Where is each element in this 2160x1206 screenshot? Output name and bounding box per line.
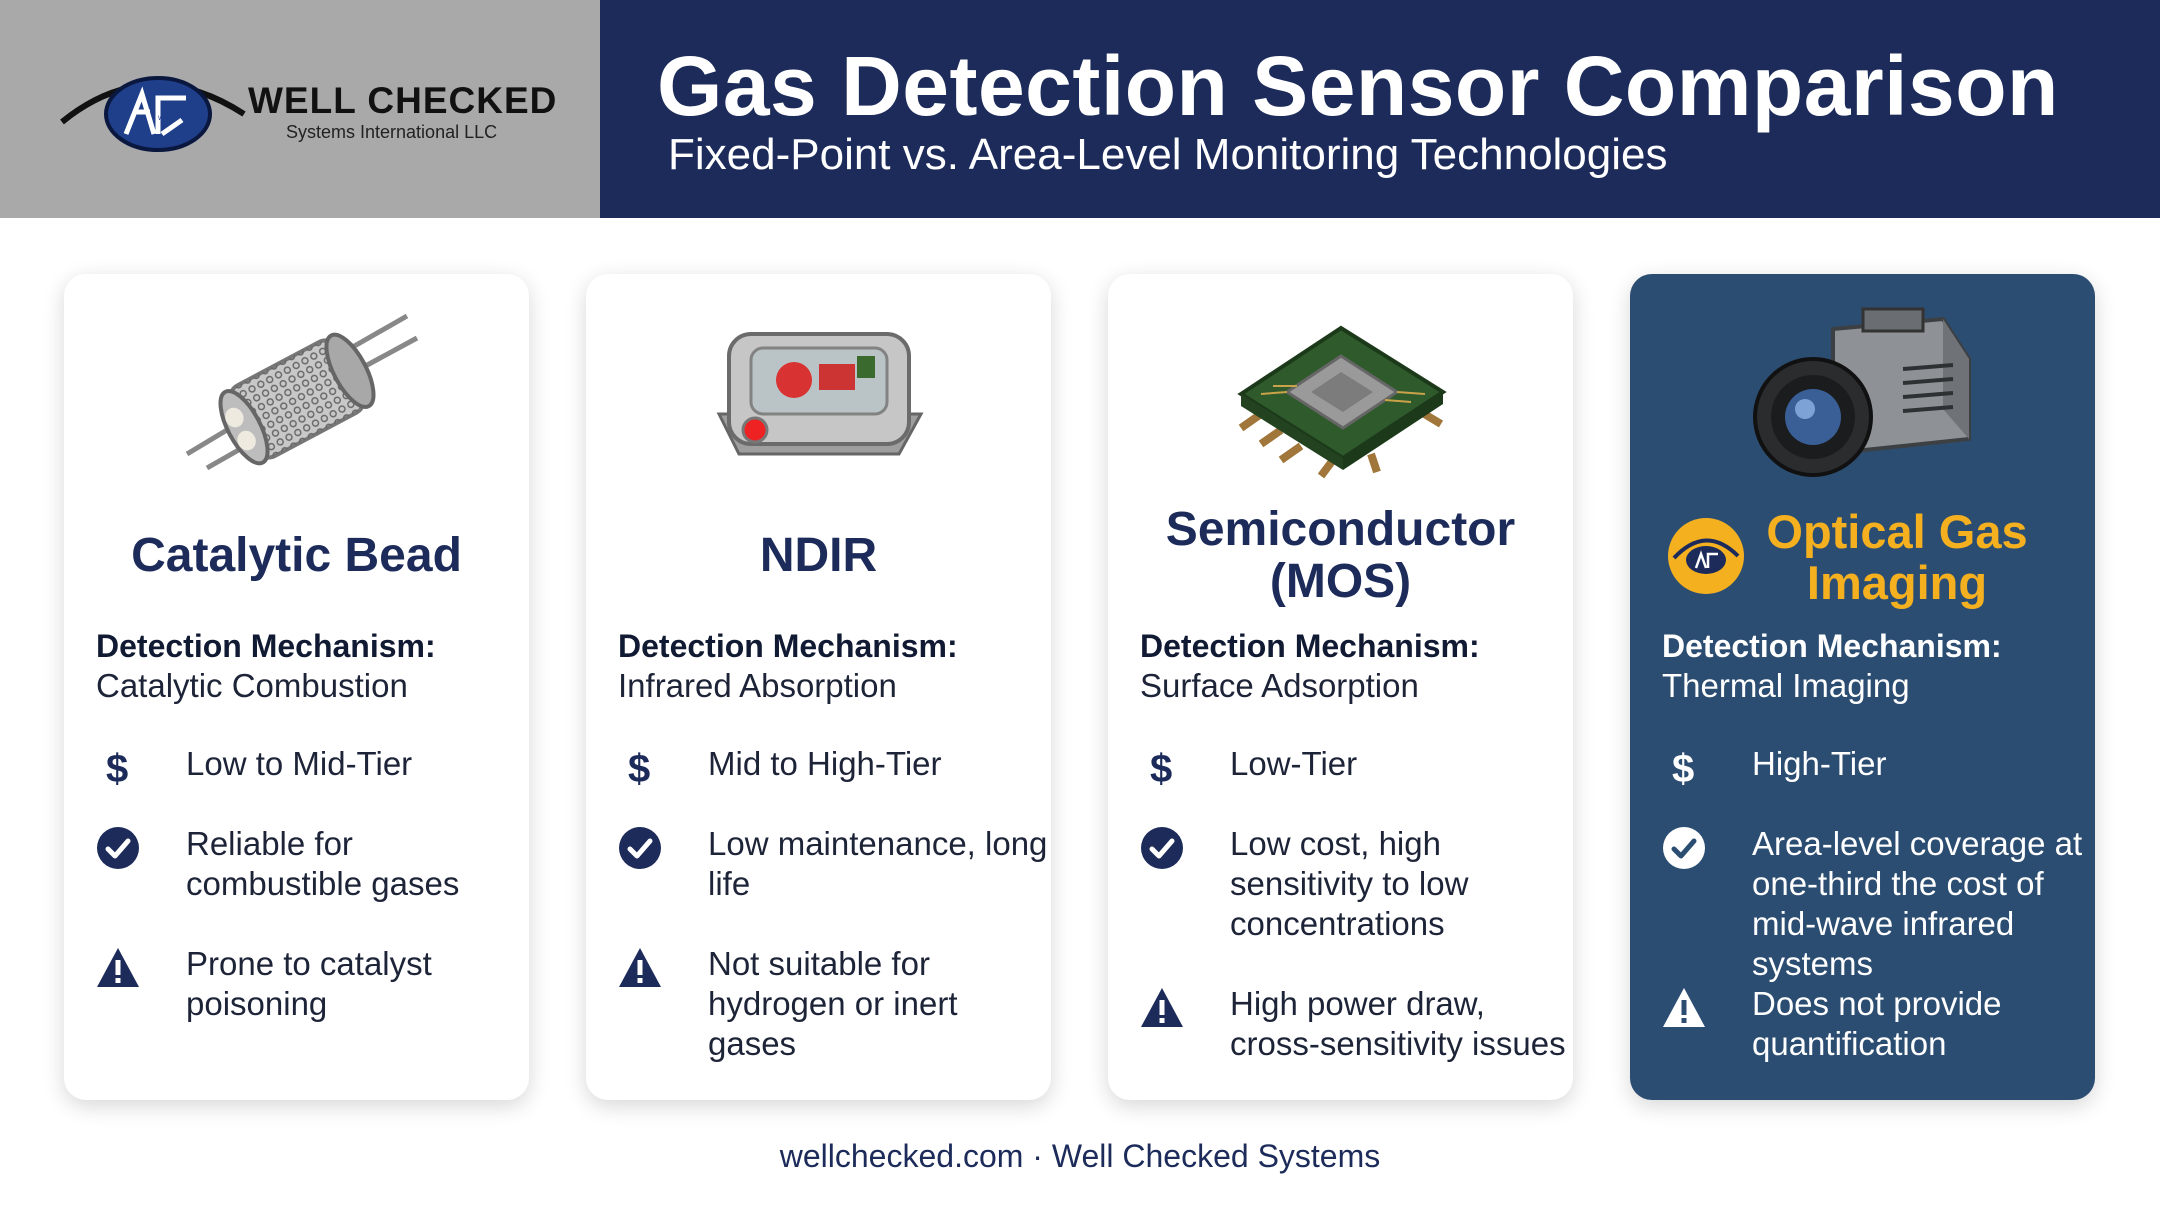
semiconductor-chip-icon [1108,294,1573,494]
warning-triangle-icon [1663,988,1705,1027]
dollar-icon: $ [628,747,650,790]
cost-text: Low to Mid-Tier [186,745,413,782]
page-subtitle: Fixed-Point vs. Area-Level Monitoring Te… [668,130,1668,179]
cost-text: Mid to High-Tier [708,745,942,782]
dollar-icon: $ [106,747,128,790]
warning-triangle-icon [1141,988,1183,1027]
page-title: Gas Detection Sensor Comparison [657,39,2059,133]
mechanism-label: Detection Mechanism: [1140,628,1480,664]
svg-text:$: $ [628,747,650,790]
mechanism-value: Surface Adsorption [1140,667,1419,704]
con-text: Not suitable for hydrogen or inert gases [708,945,958,1062]
card-catalytic-bead: Catalytic Bead Detection Mechanism: Cata… [64,274,529,1100]
card-title: NDIR [759,529,878,582]
card-title-line2: Imaging [1806,556,1988,609]
con-text: Prone to catalyst poisoning [186,945,432,1022]
ndir-sensor-icon [586,294,1051,494]
cost-text: High-Tier [1752,745,1887,782]
warning-triangle-icon [619,948,661,987]
detection-mechanism: Detection Mechanism: Infrared Absorption [618,626,1028,706]
con-text: High power draw, cross-sensitivity issue… [1230,985,1566,1062]
card-title: Catalytic Bead [131,529,462,582]
thermal-camera-icon [1630,294,2095,494]
dollar-icon: $ [1150,747,1172,790]
pro-text: Low maintenance, long life [708,825,1048,902]
title-panel: Gas Detection Sensor Comparison Fixed-Po… [600,0,2160,218]
well-checked-logo-icon: WC [60,76,246,152]
logo-panel: WC WELL CHECKED Systems International LL… [0,0,600,218]
dollar-icon: $ [1672,747,1694,790]
mechanism-value: Catalytic Combustion [96,667,408,704]
pro-text: Reliable for combustible gases [186,825,460,902]
logo-tagline: Systems International LLC [286,122,498,142]
mechanism-label: Detection Mechanism: [96,628,436,664]
pro-text: Low cost, high sensitivity to low concen… [1230,825,1469,942]
eye-logo-icon [1668,518,1744,594]
catalytic-bead-sensor-icon [64,294,529,494]
mechanism-label: Detection Mechanism: [1662,628,2002,664]
svg-text:$: $ [1672,747,1694,790]
warning-triangle-icon [97,948,139,987]
mechanism-value: Thermal Imaging [1662,667,1910,704]
logo-name: WELL CHECKED [248,80,558,121]
header: WC WELL CHECKED Systems International LL… [0,0,2160,218]
card-title-line1: Semiconductor [1165,503,1516,556]
card-ndir: NDIR Detection Mechanism: Infrared Absor… [586,274,1051,1100]
detection-mechanism: Detection Mechanism: Thermal Imaging [1662,626,2072,706]
svg-text:$: $ [1150,747,1172,790]
detection-mechanism: Detection Mechanism: Surface Adsorption [1140,626,1550,706]
mechanism-label: Detection Mechanism: [618,628,958,664]
cost-text: Low-Tier [1230,745,1358,782]
check-circle-icon [1141,827,1183,869]
pro-text: Area-level coverage at one-third the cos… [1752,825,2083,982]
svg-text:$: $ [106,747,128,790]
check-circle-icon [1663,827,1705,869]
mechanism-value: Infrared Absorption [618,667,897,704]
check-circle-icon [97,827,139,869]
check-circle-icon [619,827,661,869]
card-title: Optical Gas Imaging [1752,506,2042,608]
card-semiconductor: Semiconductor (MOS) Detection Mechanism:… [1108,274,1573,1100]
card-title: Semiconductor (MOS) [1108,504,1573,608]
svg-text:WC: WC [158,116,169,122]
card-optical-gas-imaging: Optical Gas Imaging Detection Mechanism:… [1630,274,2095,1100]
footer[interactable]: wellchecked.com · Well Checked Systems [779,1138,1381,1174]
detection-mechanism: Detection Mechanism: Catalytic Combustio… [96,626,506,706]
card-title-line2: (MOS) [1269,555,1412,608]
con-text: Does not provide quantification [1752,985,2002,1062]
card-title-line1: Optical Gas [1766,505,2028,558]
